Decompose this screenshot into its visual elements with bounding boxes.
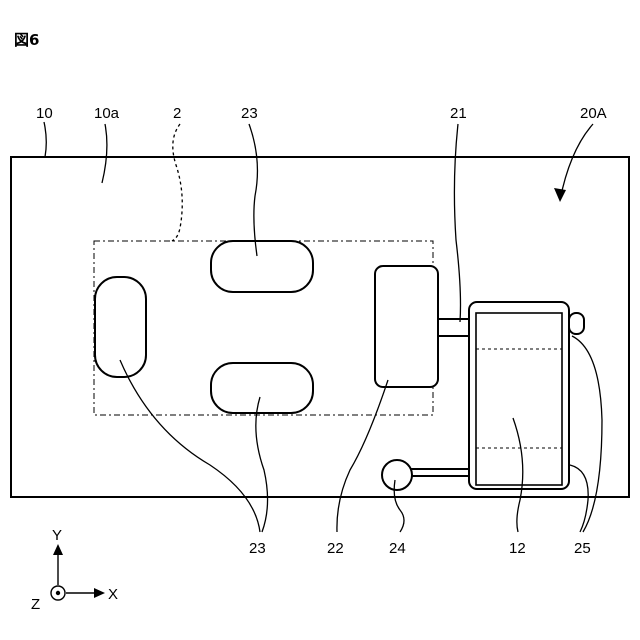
label-surface: 10a [94, 105, 120, 122]
axis-label-x: X [108, 586, 118, 603]
label-device: 20A [580, 105, 607, 122]
label-pad-top: 23 [241, 105, 258, 122]
label-joint: 24 [389, 540, 406, 557]
axis-label-z: Z [31, 596, 40, 613]
cell-knob [569, 313, 584, 334]
joint-ball [382, 460, 412, 490]
label-rollers: 25 [574, 540, 591, 557]
leader-10 [44, 122, 46, 157]
label-area: 2 [173, 105, 181, 122]
label-cell: 12 [509, 540, 526, 557]
joint-arm [407, 469, 469, 476]
x-axis-arrowhead [94, 588, 105, 598]
pad-bottom [211, 363, 313, 413]
label-pad-bottom: 23 [249, 540, 266, 557]
body-block [375, 266, 438, 387]
y-axis-arrowhead [53, 544, 63, 555]
z-axis-dot [56, 591, 60, 595]
pad-top [211, 241, 313, 292]
label-motor: 21 [450, 105, 467, 122]
label-base: 10 [36, 105, 53, 122]
label-body: 22 [327, 540, 344, 557]
cell-outer [469, 302, 569, 489]
figure-number: 図6 [14, 31, 39, 49]
motor-shaft [438, 319, 472, 336]
axis-label-y: Y [52, 527, 62, 544]
